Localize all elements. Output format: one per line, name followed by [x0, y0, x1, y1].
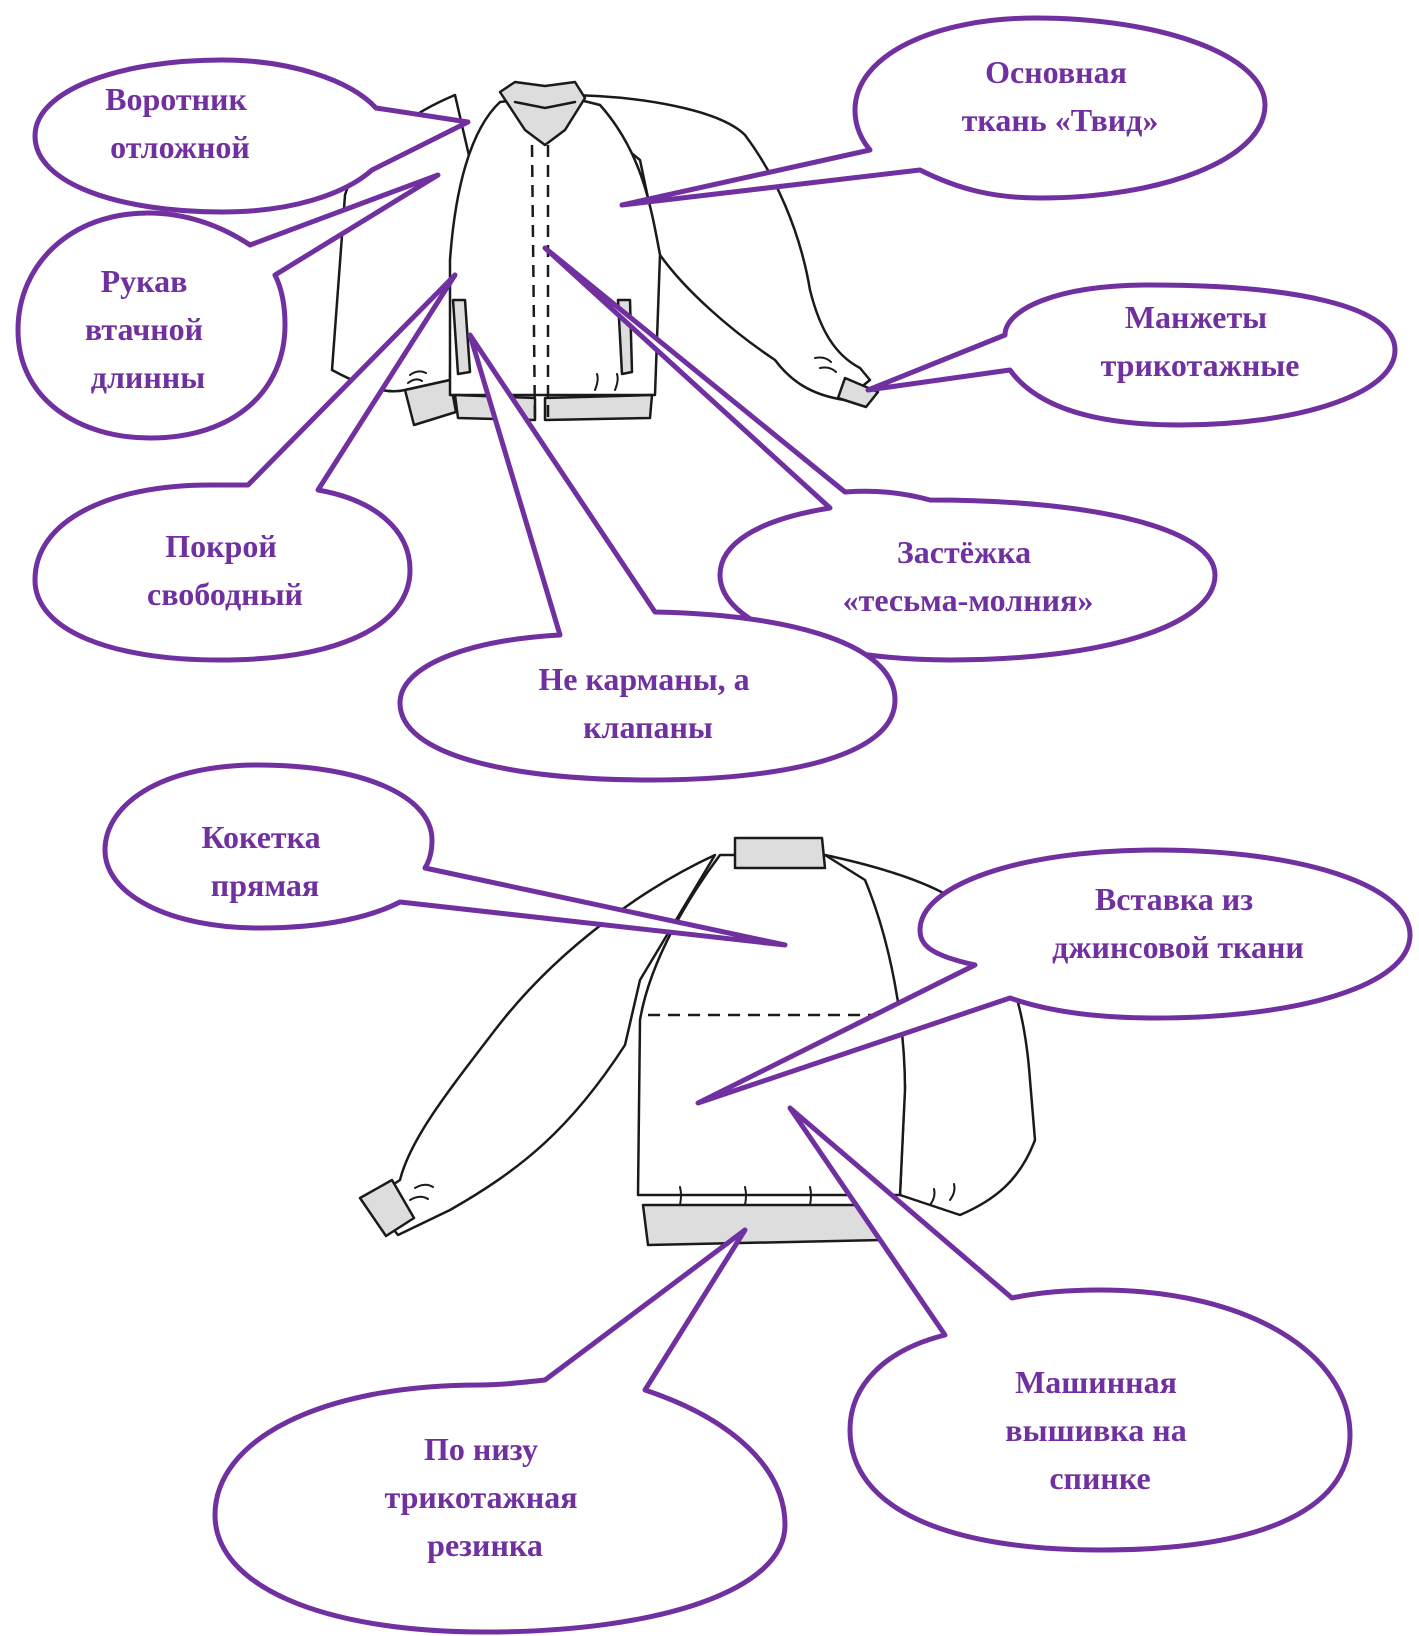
- callout-waistband-line1: По низу: [424, 1431, 538, 1467]
- front-body: [448, 93, 662, 397]
- callout-cut-line2: свободный: [147, 576, 303, 612]
- callout-denim-line2: джинсовой ткани: [1052, 929, 1304, 965]
- callout-collar-line1: Воротник: [105, 81, 247, 117]
- callout-flaps: Не карманы, а клапаны: [397, 332, 898, 783]
- svg-text:Рукав втачной длин: Рукав втачной длинны: [85, 263, 211, 395]
- front-hem-band-right: [543, 393, 654, 422]
- callout-cut-line1: Покрой: [165, 528, 277, 564]
- callout-collar-line2: отложной: [110, 129, 250, 165]
- back-collar: [733, 836, 827, 870]
- svg-text:Машинная вышивка на: Машинная вышивка на спинке: [1005, 1364, 1194, 1496]
- callout-zipper-line2: «тесьма-молния»: [843, 582, 1094, 618]
- front-left-flap: [451, 298, 472, 376]
- callout-fabric-line1: Основная: [985, 54, 1127, 90]
- svg-text:Манжеты трикотажные: Манжеты трикотажные: [1101, 299, 1300, 383]
- back-jacket-drawing: [358, 836, 1037, 1247]
- callout-waistband-line3: резинка: [427, 1527, 543, 1563]
- svg-text:Воротник отложной: Воротник отложной: [105, 81, 255, 165]
- svg-text:Застёжка «тесьма-молния»: Застёжка «тесьма-молния»: [843, 534, 1094, 618]
- callout-fabric-line2: ткань «Твид»: [962, 102, 1159, 138]
- callout-zipper: Застёжка «тесьма-молния»: [542, 245, 1218, 663]
- svg-text:Основная ткань «Твид»: Основная ткань «Твид»: [962, 54, 1159, 138]
- callout-yoke-line1: Кокетка: [201, 819, 320, 855]
- callout-collar: Воротник отложной: [32, 57, 471, 215]
- callout-fabric: Основная ткань «Твид»: [619, 15, 1268, 208]
- front-jacket-drawing: [330, 80, 880, 427]
- svg-text:Покрой свободный: Покрой свободный: [147, 528, 303, 612]
- callout-sleeve-line2: втачной: [85, 311, 203, 347]
- callout-cuffs: Манжеты трикотажные: [865, 282, 1398, 428]
- callout-yoke-line2: прямая: [211, 867, 319, 903]
- back-waistband: [641, 1203, 884, 1247]
- callout-zipper-line1: Застёжка: [897, 534, 1031, 570]
- svg-text:Не карманы, а клапаны: Не карманы, а клапаны: [538, 661, 757, 745]
- back-left-cuff: [358, 1178, 416, 1238]
- callout-waistband-line2: трикотажная: [385, 1479, 578, 1515]
- back-body: [636, 853, 907, 1197]
- callout-cut: Покрой свободный: [32, 272, 458, 663]
- callout-waistband: По низу трикотажная резинка: [212, 1227, 788, 1635]
- callout-embroidery-line2: вышивка на: [1005, 1412, 1186, 1448]
- callout-sleeve-line3: длинны: [91, 359, 205, 395]
- callout-cuffs-line1: Манжеты: [1125, 299, 1267, 335]
- callout-yoke: Кокетка прямая: [102, 762, 788, 948]
- svg-text:По низу трикотажная: По низу трикотажная резинка: [385, 1431, 586, 1563]
- callout-sleeve-line1: Рукав: [101, 263, 188, 299]
- svg-text:Вставка из джинсовой тка: Вставка из джинсовой ткани: [1052, 881, 1304, 965]
- callout-flaps-line1: Не карманы, а: [538, 661, 749, 697]
- callout-embroidery-line1: Машинная: [1015, 1364, 1177, 1400]
- front-collar: [498, 80, 587, 147]
- callout-embroidery-line3: спинке: [1049, 1460, 1150, 1496]
- front-zipper: [530, 144, 537, 426]
- callout-flaps-line2: клапаны: [583, 709, 713, 745]
- front-right-sleeve: [558, 93, 872, 402]
- callout-denim-line1: Вставка из: [1095, 881, 1253, 917]
- callout-cuffs-line2: трикотажные: [1101, 347, 1300, 383]
- callout-sleeve: Рукав втачной длинны: [15, 172, 441, 441]
- callout-denim: Вставка из джинсовой ткани: [695, 847, 1413, 1106]
- front-right-cuff: [836, 376, 880, 409]
- svg-text:Кокетка прямая: Кокетка прямая: [201, 819, 328, 903]
- callout-embroidery: Машинная вышивка на спинке: [787, 1105, 1353, 1553]
